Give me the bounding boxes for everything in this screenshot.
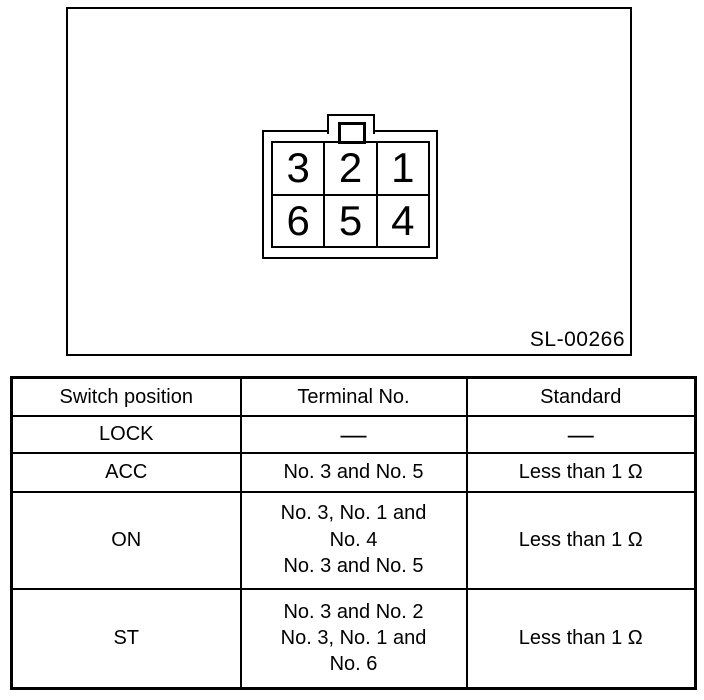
table-row-acc: ACC No. 3 and No. 5 Less than 1 Ω — [10, 451, 697, 493]
pin-5: 5 — [325, 195, 376, 246]
connector-diagram-panel: 3 2 1 6 5 4 SL-00266 — [66, 7, 632, 356]
pin-3: 3 — [273, 143, 324, 194]
pin-6: 6 — [273, 195, 324, 246]
switch-position-cell: ACC — [10, 451, 242, 493]
connector-latch — [338, 122, 366, 144]
col-header-switch-position: Switch position — [10, 376, 242, 417]
switch-position-cell: LOCK — [10, 414, 242, 454]
switch-position-cell: ON — [10, 490, 242, 590]
standard-cell: Less than 1 Ω — [465, 490, 697, 590]
switch-position-cell: ST — [10, 587, 242, 690]
table-header-row: Switch position Terminal No. Standard — [10, 376, 697, 417]
terminal-no-cell: No. 3, No. 1 and No. 4 No. 3 and No. 5 — [239, 490, 468, 590]
standard-cell: Less than 1 Ω — [465, 451, 697, 493]
col-header-terminal-no: Terminal No. — [239, 376, 468, 417]
pin-1: 1 — [377, 143, 428, 194]
figure-code-label: SL-00266 — [529, 328, 625, 351]
pin-2: 2 — [325, 143, 376, 194]
table-row-on: ON No. 3, No. 1 and No. 4 No. 3 and No. … — [10, 490, 697, 590]
continuity-table: Switch position Terminal No. Standard LO… — [10, 376, 697, 690]
table-row-lock: LOCK — — — [10, 414, 697, 454]
terminal-no-cell: No. 3 and No. 2 No. 3, No. 1 and No. 6 — [239, 587, 468, 690]
standard-cell: Less than 1 Ω — [465, 587, 697, 690]
terminal-no-cell: No. 3 and No. 5 — [239, 451, 468, 493]
col-header-standard: Standard — [465, 376, 697, 417]
table-row-st: ST No. 3 and No. 2 No. 3, No. 1 and No. … — [10, 587, 697, 690]
pin-4: 4 — [377, 195, 428, 246]
connector-pin-grid: 3 2 1 6 5 4 — [271, 141, 430, 248]
standard-cell: — — [465, 414, 697, 454]
terminal-no-cell: — — [239, 414, 468, 454]
